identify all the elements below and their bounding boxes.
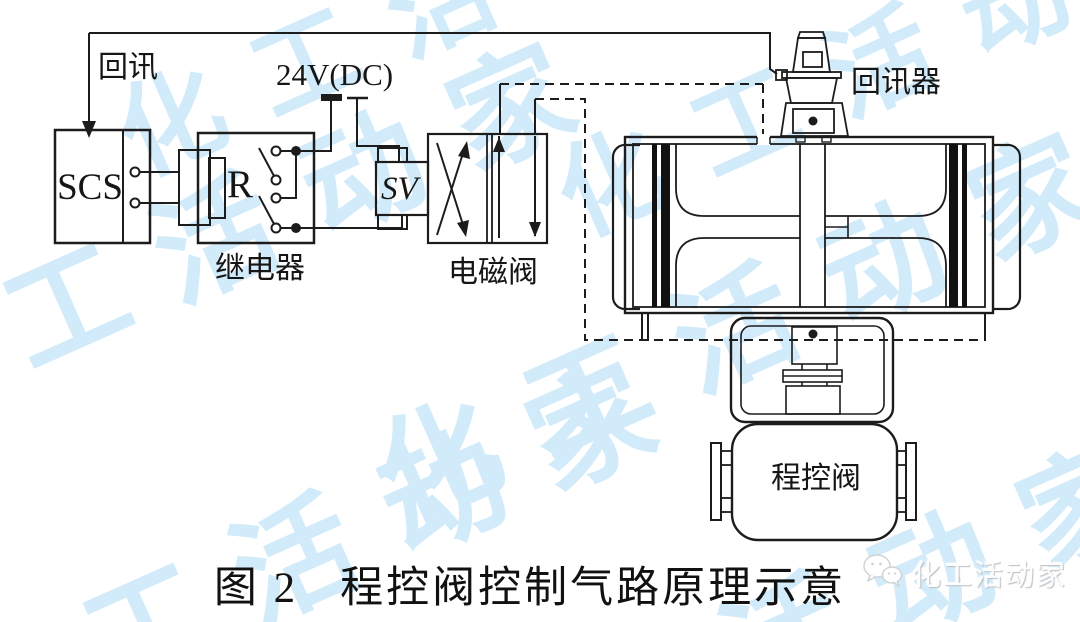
valve-bracket (729, 316, 895, 424)
figure-caption: 图 2 程控阀控制气路原理示意 (0, 553, 1060, 615)
relay-box (178, 101, 403, 245)
branding-name: 化工活动家 (912, 560, 1068, 592)
feedback-wire (82, 32, 778, 138)
solenoid-valve-symbol (426, 132, 549, 245)
branding: 化工活动家 (862, 552, 1067, 594)
wechat-bubbles-icon (862, 553, 904, 594)
control-valve-body (710, 422, 917, 542)
solenoid-coil-label: SV (381, 171, 418, 207)
solenoid-valve-label: 电磁阀 (448, 256, 538, 289)
feedback-device (775, 31, 850, 143)
feedback-signal-label: 回讯 (98, 51, 158, 84)
scs-label: SCS (57, 167, 123, 208)
power-supply-label: 24V(DC) (276, 57, 394, 92)
figure-title: 程控阀控制气路原理示意 (340, 565, 847, 612)
actuator-body (611, 134, 1022, 315)
scs-box (53, 128, 179, 245)
power-supply-symbol (321, 94, 400, 162)
control-valve-label: 程控阀 (771, 462, 861, 495)
air-tubing (499, 83, 986, 341)
feedback-device-label: 回讯器 (851, 66, 941, 99)
relay-coil-label: R (227, 163, 254, 206)
figure-number: 图 2 (213, 565, 299, 612)
relay-label: 继电器 (215, 252, 305, 285)
